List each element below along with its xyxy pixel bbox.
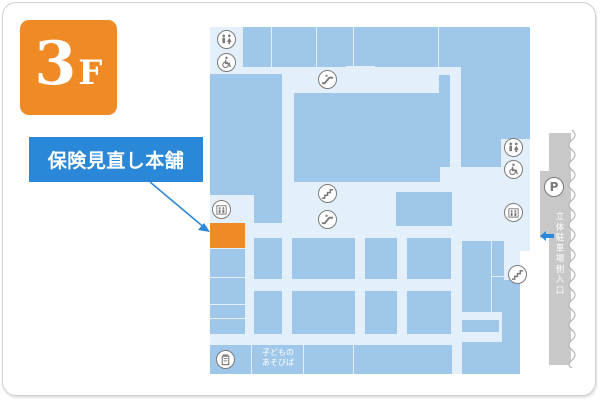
- stairs-icon[interactable]: [318, 184, 337, 203]
- shop-block[interactable]: [396, 192, 452, 226]
- shop-block[interactable]: [210, 249, 245, 277]
- escalator-icon[interactable]: [318, 70, 337, 89]
- shop-block[interactable]: [353, 27, 438, 67]
- restroom-icon[interactable]: [504, 138, 523, 157]
- floor-badge: 3 F: [20, 20, 117, 115]
- shop-block[interactable]: [292, 291, 355, 334]
- wheelchair-icon[interactable]: [504, 160, 523, 179]
- shop-block[interactable]: [210, 319, 245, 334]
- shop-block[interactable]: [210, 305, 245, 318]
- escalator-icon[interactable]: [318, 210, 337, 229]
- elevator-icon[interactable]: [212, 200, 231, 219]
- shop-block[interactable]: [210, 74, 282, 195]
- shop-block[interactable]: [210, 278, 245, 304]
- stairs-icon[interactable]: [508, 265, 527, 284]
- floor-unit: F: [78, 53, 103, 93]
- shop-block[interactable]: [292, 238, 355, 279]
- shop-block[interactable]: [492, 240, 504, 276]
- shop-block[interactable]: [407, 238, 451, 279]
- shop-block[interactable]: [502, 280, 520, 342]
- shop-block[interactable]: [407, 291, 451, 334]
- shop-block[interactable]: [243, 27, 272, 67]
- shop-block[interactable]: [396, 345, 452, 374]
- restroom-icon[interactable]: [217, 30, 236, 49]
- shop-block[interactable]: [317, 27, 353, 67]
- shop-block[interactable]: [294, 93, 440, 182]
- shop-block[interactable]: [272, 27, 317, 67]
- highlighted-store[interactable]: [210, 223, 245, 248]
- shop-block[interactable]: [462, 240, 492, 312]
- shop-block[interactable]: [304, 345, 354, 374]
- cut-line: [568, 130, 576, 368]
- shop-block[interactable]: [461, 67, 501, 167]
- shop-block[interactable]: [254, 195, 282, 223]
- shop-block[interactable]: [492, 277, 504, 312]
- shop-block[interactable]: [354, 345, 396, 374]
- floor-map: [210, 27, 530, 374]
- entrance-arrow-icon: [540, 231, 554, 241]
- parking-icon[interactable]: P: [544, 177, 564, 197]
- parking-connector: [540, 171, 550, 238]
- kids-play-area[interactable]: [252, 345, 304, 374]
- shop-block[interactable]: [365, 291, 397, 334]
- shop-block[interactable]: [462, 320, 499, 332]
- store-callout[interactable]: 保険見直し本舗: [29, 137, 203, 182]
- shop-block[interactable]: [462, 342, 520, 374]
- parking-entrance-label: 立体駐車場側入口: [555, 212, 565, 296]
- trash-icon[interactable]: [216, 350, 235, 369]
- shop-block[interactable]: [254, 291, 282, 334]
- kids-play-area-label: 子どもの あそびば: [262, 348, 294, 367]
- floor-number: 3: [34, 29, 77, 99]
- shop-block[interactable]: [365, 238, 397, 279]
- shop-block[interactable]: [254, 238, 282, 279]
- wheelchair-icon[interactable]: [217, 53, 236, 72]
- elevator-icon[interactable]: [504, 203, 523, 222]
